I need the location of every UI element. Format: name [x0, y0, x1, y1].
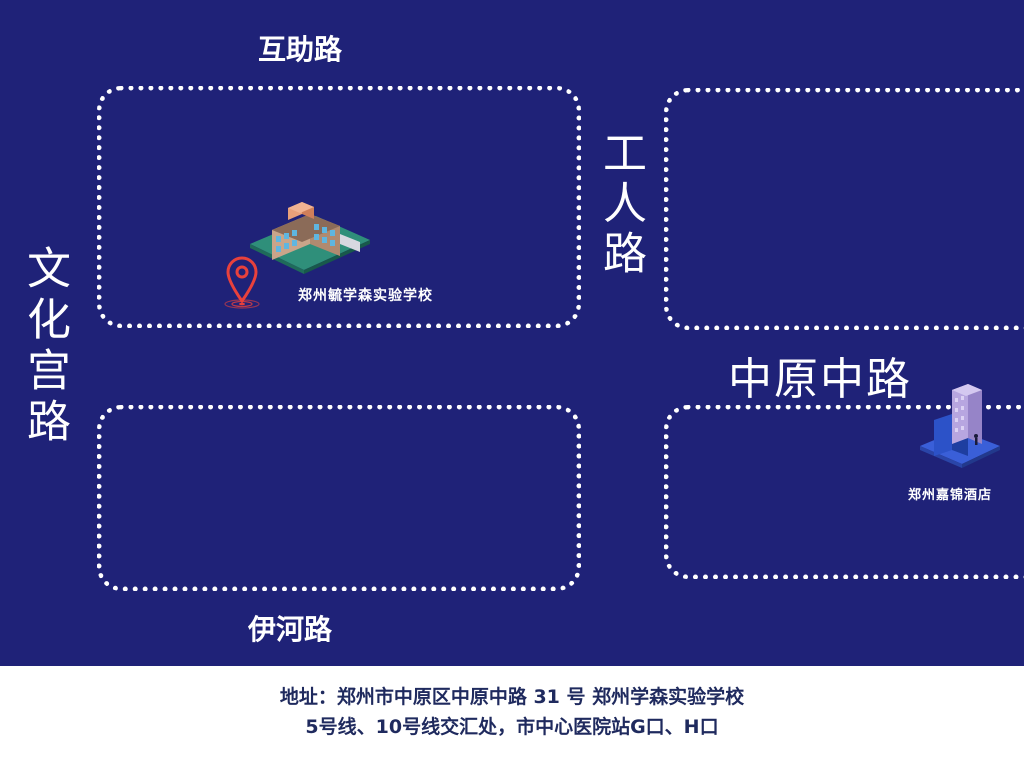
- map-area: 互助路 伊河路 中原中路 文化宫路 工人路 郑州毓学森实验学校: [0, 0, 1024, 666]
- hotel-building-icon: [920, 384, 1000, 468]
- school-name-label: 郑州毓学森实验学校: [298, 288, 433, 304]
- city-block-bottom-left: [97, 405, 581, 591]
- city-block-bottom-right: [664, 405, 1024, 579]
- road-label-gongren: 工人路: [595, 130, 646, 280]
- road-label-huzhu: 互助路: [258, 33, 343, 66]
- road-label-wenhuagong: 文化宫路: [19, 245, 70, 449]
- address-text: 地址：郑州市中原区中原中路 31 号 郑州学森实验学校: [279, 686, 745, 708]
- city-block-top-right: [664, 88, 1024, 330]
- address-footer: 地址：郑州市中原区中原中路 31 号 郑州学森实验学校 5号线、10号线交汇处，…: [0, 666, 1024, 768]
- location-pin-icon: [224, 256, 260, 309]
- transit-text: 5号线、10号线交汇处，市中心医院站G口、H口: [305, 716, 719, 738]
- city-block-top-left: [97, 86, 581, 328]
- road-label-zhongyuan-zhong: 中原中路: [728, 354, 912, 405]
- road-label-yihe: 伊河路: [248, 613, 333, 646]
- hotel-name-label: 郑州嘉锦酒店: [908, 488, 993, 503]
- school-building-icon: [250, 202, 370, 274]
